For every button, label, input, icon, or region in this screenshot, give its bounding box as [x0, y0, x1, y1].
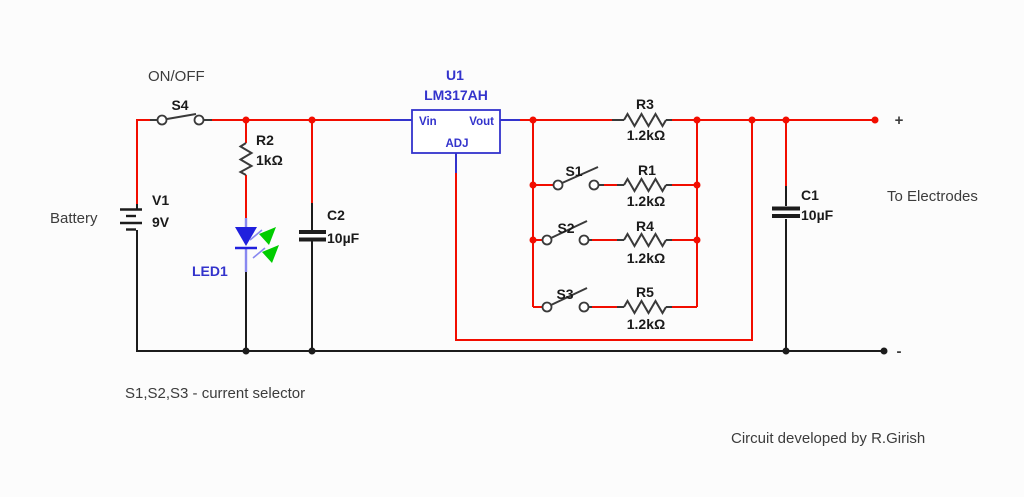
junction-dot [529, 236, 537, 244]
junction-dot [693, 116, 701, 124]
junction-dot [242, 347, 250, 355]
c1-value-label: 10µF [801, 207, 834, 223]
junction-dot [693, 181, 701, 189]
lm317-pin-vout-label: Vout [469, 116, 494, 128]
junction-dot [529, 116, 537, 124]
junction-dots [242, 116, 888, 355]
s3-contact-left [541, 301, 553, 313]
r2-ref-label: R2 [256, 132, 274, 148]
led1-label: LED1 [192, 263, 228, 279]
credit-note: Circuit developed by R.Girish [731, 430, 925, 447]
r1-ref-label: R1 [638, 162, 656, 178]
s2-lever [550, 220, 588, 239]
s1-lever [561, 166, 599, 184]
battery-caption: Battery [50, 210, 98, 227]
v1-value-label: 9V [152, 214, 170, 230]
wire-adj-feedback-loop [455, 120, 753, 341]
lm317-pin-adj-label: ADJ [445, 138, 468, 150]
resistor-r5 [617, 299, 672, 315]
to-electrodes-label: To Electrodes [887, 188, 978, 205]
r3-zigzag [623, 112, 667, 128]
s1-contact-right [588, 179, 600, 191]
wire-ground-rail [136, 230, 884, 352]
ic-lm317: Vin Vout ADJ [390, 109, 520, 173]
selector-note: S1,S2,S3 - current selector [125, 385, 305, 402]
s4-contact-right [193, 114, 205, 126]
led-emission-tail-2 [252, 247, 266, 259]
led-led1 [235, 218, 279, 272]
minus-terminal-label: - [897, 343, 902, 360]
v1-ref-label: V1 [152, 192, 169, 208]
s1-label: S1 [565, 163, 582, 179]
led-emission-arrow-1 [259, 227, 276, 245]
junction-dot [308, 116, 316, 124]
junction-dot [529, 181, 537, 189]
s2-label: S2 [557, 220, 574, 236]
s3-label: S3 [556, 286, 573, 302]
output-minus-terminal-dot [880, 347, 888, 355]
resistor-r3 [612, 112, 672, 128]
plus-terminal-label: + [895, 112, 904, 129]
resistor-r2 [238, 142, 254, 176]
output-plus-terminal-dot [871, 116, 879, 124]
s2-contact-right [578, 234, 590, 246]
c2-ref-label: C2 [327, 207, 345, 223]
junction-dot [242, 116, 250, 124]
s4-label: S4 [171, 97, 188, 113]
wire-battery-to-s4 [136, 119, 150, 204]
s3-lever [550, 287, 588, 306]
resistor-r1 [617, 177, 672, 193]
led-emission-tail-1 [249, 229, 263, 241]
resistor-r4 [617, 232, 672, 248]
lm317-pin-stubs [390, 119, 520, 173]
r3-value-label: 1.2kΩ [627, 127, 665, 143]
r1-value-label: 1.2kΩ [627, 193, 665, 209]
led-triangle [235, 227, 257, 246]
r5-zigzag [623, 299, 667, 315]
ground-rail-wires [136, 186, 884, 352]
s1-contact-left [552, 179, 564, 191]
r4-zigzag [623, 232, 667, 248]
lm317-pin-vin-label: Vin [419, 116, 437, 128]
r5-ref-label: R5 [636, 284, 654, 300]
r1-zigzag [623, 177, 667, 193]
r4-value-label: 1.2kΩ [627, 250, 665, 266]
switch-s3 [541, 287, 592, 313]
labels: ON/OFF S4 Battery V1 9V R2 1kΩ LED1 C2 1… [50, 67, 978, 447]
junction-dot [782, 347, 790, 355]
led-emission-arrow-2 [262, 245, 279, 263]
c1-ref-label: C1 [801, 187, 819, 203]
r4-ref-label: R4 [636, 218, 654, 234]
switch-s1 [552, 166, 604, 191]
s2-contact-left [541, 234, 553, 246]
onoff-label: ON/OFF [148, 68, 205, 85]
s4-contact-left [156, 114, 168, 126]
junction-dot [748, 116, 756, 124]
junction-dot [693, 236, 701, 244]
switch-s4 [150, 113, 212, 126]
junction-dot [308, 347, 316, 355]
r2-value-label: 1kΩ [256, 152, 283, 168]
capacitor-c2 [299, 230, 326, 242]
junction-dot [782, 116, 790, 124]
s4-lever [166, 113, 197, 120]
s3-contact-right [578, 301, 590, 313]
capacitor-c1 [772, 206, 800, 218]
battery-v1 [120, 208, 142, 231]
switch-s2 [541, 220, 592, 246]
lm317-body [411, 109, 501, 154]
r5-value-label: 1.2kΩ [627, 316, 665, 332]
r3-ref-label: R3 [636, 96, 654, 112]
u1-ref-label: U1 [446, 67, 464, 83]
u1-part-label: LM317AH [424, 87, 488, 103]
c2-value-label: 10µF [327, 230, 360, 246]
